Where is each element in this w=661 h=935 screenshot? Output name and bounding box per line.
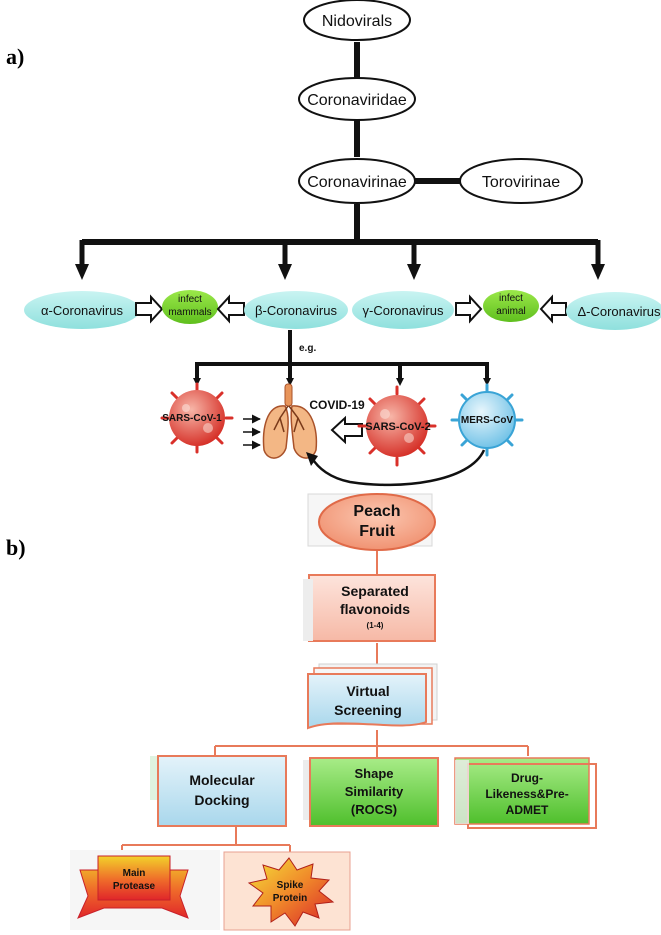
- sars-cov-1-virus-icon: [160, 382, 234, 454]
- open-arrow-right-1: [135, 294, 164, 324]
- shape-line-1: Shape: [354, 766, 393, 781]
- mers-cov-virus-icon: [450, 383, 524, 457]
- main-protease-line-1: Main: [123, 868, 146, 879]
- infect-mammals-node: infect mammals: [162, 290, 218, 324]
- coronaviridae-label: Coronaviridae: [307, 92, 407, 109]
- spike-protein-node: Spike Protein: [223, 851, 351, 931]
- separated-line-1: Separated: [341, 583, 409, 599]
- peach-fruit-node: Peach Fruit: [307, 493, 436, 551]
- shape-line-2: Similarity: [345, 784, 404, 799]
- virtual-line-2: Screening: [334, 702, 402, 718]
- coronavirinae-node: Coronavirinae: [298, 158, 416, 204]
- main-protease-node: Main Protease: [70, 850, 220, 930]
- open-arrow-to-lungs: [330, 415, 363, 445]
- alpha-coronavirus-label: α-Coronavirus: [41, 303, 123, 318]
- workflow-connectors: [121, 549, 529, 854]
- eg-label: e.g.: [299, 343, 316, 354]
- peach-line-1: Peach: [353, 503, 400, 520]
- delta-coronavirus-label: Δ-Coronavirus: [577, 304, 661, 319]
- genus-arrowheads: [75, 264, 605, 280]
- shape-line-3: (ROCS): [351, 802, 397, 817]
- torovirinae-node: Torovirinae: [459, 158, 583, 204]
- main-protease-line-2: Protease: [113, 881, 156, 892]
- beta-branch-lines: [195, 330, 489, 380]
- drug-likeness-node: Drug- Likeness&Pre- ADMET: [454, 757, 597, 829]
- infect-animal-line-2: animal: [496, 306, 525, 317]
- infect-animal-node: infect animal: [483, 290, 539, 322]
- lungs-icon: [262, 383, 318, 459]
- spike-line-1: Spike: [277, 880, 304, 891]
- sars-cov-2-label: SARS-CoV-2: [365, 421, 430, 433]
- infect-mammals-line-1: infect: [178, 294, 202, 305]
- nidovirals-node: Nidovirals: [303, 0, 411, 41]
- drug-line-3: ADMET: [506, 803, 549, 817]
- torovirinae-label: Torovirinae: [482, 174, 560, 191]
- virtual-line-1: Virtual: [346, 683, 389, 699]
- open-arrow-left-1: [216, 294, 245, 324]
- open-arrow-right-2: [455, 294, 483, 324]
- taxonomy-connectors: [82, 42, 598, 245]
- genus-branch-arrows: [79, 240, 601, 268]
- alpha-coronavirus-node: α-Coronavirus: [24, 291, 140, 329]
- drug-line-1: Drug-: [511, 771, 543, 785]
- gamma-coronavirus-node: γ-Coronavirus: [352, 291, 454, 329]
- panel-b-label: b): [6, 535, 26, 560]
- sars-cov-2-virus-icon: [357, 385, 437, 467]
- spike-line-2: Protein: [273, 893, 307, 904]
- open-arrow-left-2: [539, 294, 567, 324]
- delta-coronavirus-node: Δ-Coronavirus: [566, 292, 661, 330]
- separated-line-2: flavonoids: [340, 601, 410, 617]
- separated-flavonoids-node: Separated flavonoids (1-4): [303, 574, 436, 642]
- infect-mammals-line-2: mammals: [168, 307, 211, 318]
- molecular-docking-node: Molecular Docking: [150, 755, 287, 827]
- mers-cov-label: MERS-CoV: [461, 415, 514, 426]
- infect-animal-line-1: infect: [499, 293, 523, 304]
- panel-a-label: a): [6, 44, 24, 69]
- drug-line-2: Likeness&Pre-: [485, 787, 568, 801]
- sars-cov-1-label: SARS-CoV-1: [162, 413, 222, 424]
- beta-coronavirus-label: β-Coronavirus: [255, 303, 337, 318]
- shape-similarity-node: Shape Similarity (ROCS): [303, 757, 439, 827]
- docking-line-1: Molecular: [189, 772, 255, 788]
- peach-line-2: Fruit: [359, 523, 395, 540]
- docking-line-2: Docking: [194, 792, 249, 808]
- beta-branch-arrowheads: [193, 378, 491, 386]
- coronavirinae-label: Coronavirinae: [307, 174, 407, 191]
- separated-line-3: (1-4): [367, 621, 384, 630]
- nidovirals-label: Nidovirals: [322, 13, 392, 30]
- beta-coronavirus-node: β-Coronavirus: [244, 291, 348, 329]
- coronaviridae-node: Coronaviridae: [298, 77, 416, 121]
- virtual-screening-node: Virtual Screening: [307, 663, 438, 730]
- covid-19-label: COVID-19: [309, 398, 365, 412]
- inhale-arrows: [243, 414, 261, 450]
- mers-to-lungs-curve: [306, 449, 486, 487]
- gamma-coronavirus-label: γ-Coronavirus: [363, 303, 444, 318]
